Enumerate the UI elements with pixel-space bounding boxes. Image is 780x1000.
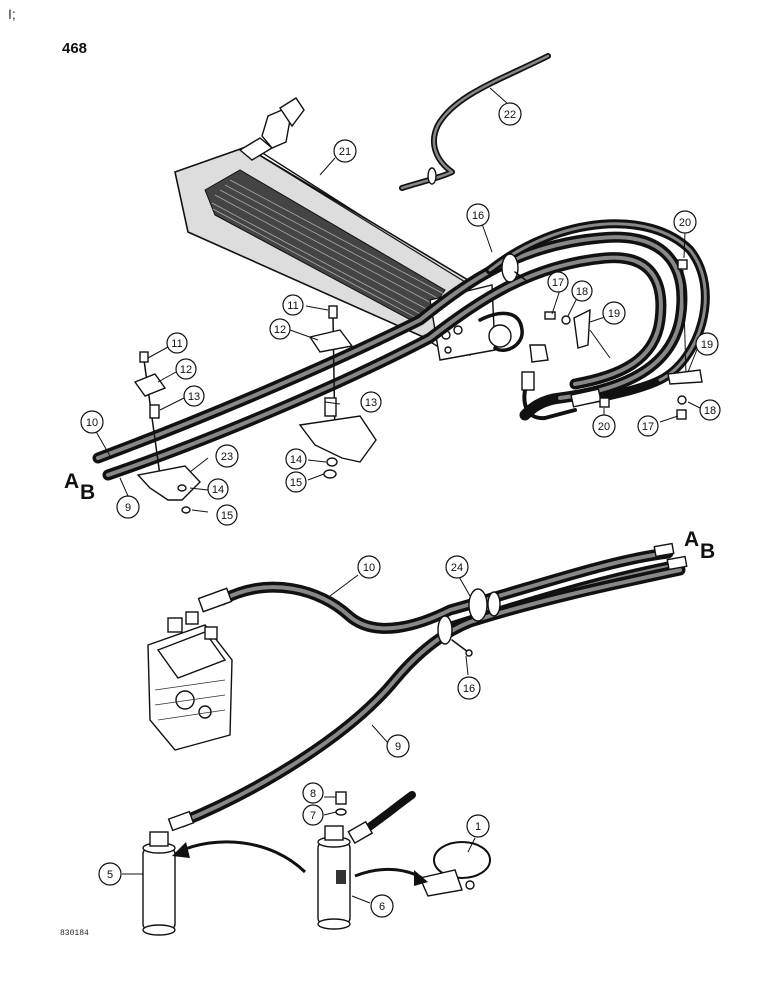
svg-text:17: 17 xyxy=(642,421,654,433)
clamp-16-top xyxy=(501,253,529,283)
svg-text:5: 5 xyxy=(107,869,113,881)
hose-fittings-bottom xyxy=(167,542,688,832)
svg-text:6: 6 xyxy=(379,901,385,913)
svg-text:23: 23 xyxy=(221,451,233,463)
callout-14-mid: 14 xyxy=(285,448,307,470)
svg-text:14: 14 xyxy=(290,454,302,466)
svg-text:19: 19 xyxy=(701,339,713,351)
hose-loop-outer xyxy=(485,219,710,405)
callout-9-top: 9 xyxy=(116,495,140,519)
pressure-switch-7-8 xyxy=(335,791,416,845)
receiver-drier-6 xyxy=(317,825,351,930)
callout-9-bottom: 9 xyxy=(386,734,410,758)
svg-text:20: 20 xyxy=(598,421,610,433)
corner-mark: I; xyxy=(8,6,16,22)
hose-9-bottom xyxy=(176,564,686,828)
svg-text:18: 18 xyxy=(704,405,716,417)
tube-22 xyxy=(399,53,551,191)
callout-8: 8 xyxy=(302,782,324,804)
callout-18-top: 18 xyxy=(571,280,593,302)
hose-10-bottom xyxy=(216,547,674,634)
callout-23: 23 xyxy=(215,444,239,468)
svg-text:10: 10 xyxy=(86,417,98,429)
loop-fittings xyxy=(521,371,602,421)
svg-text:16: 16 xyxy=(472,210,484,222)
callout-5: 5 xyxy=(98,862,122,886)
end-label-a-bottom: A xyxy=(684,528,699,551)
svg-text:14: 14 xyxy=(212,484,224,496)
callout-13-left: 13 xyxy=(183,385,205,407)
callout-15-left: 15 xyxy=(216,504,238,526)
svg-text:9: 9 xyxy=(395,741,401,753)
mounting-clamp-1 xyxy=(419,841,491,897)
svg-text:21: 21 xyxy=(339,146,351,158)
clamp-16-bottom xyxy=(437,615,473,657)
svg-text:1: 1 xyxy=(475,821,481,833)
end-label-b-bottom: B xyxy=(700,540,715,563)
callout-16-top: 16 xyxy=(466,203,490,227)
end-label-b-top: B xyxy=(80,481,95,504)
callout-19-top: 19 xyxy=(602,301,626,325)
svg-text:11: 11 xyxy=(287,300,298,312)
svg-text:20: 20 xyxy=(679,217,691,229)
expansion-valve xyxy=(478,311,549,363)
svg-text:15: 15 xyxy=(221,510,233,522)
svg-text:12: 12 xyxy=(274,324,286,336)
svg-text:19: 19 xyxy=(608,308,620,320)
callout-21: 21 xyxy=(333,139,357,163)
svg-text:18: 18 xyxy=(576,286,588,298)
callout-7: 7 xyxy=(302,804,324,826)
evaporator-unit-21 xyxy=(174,97,496,361)
callout-12-left: 12 xyxy=(175,358,197,380)
svg-text:13: 13 xyxy=(365,397,377,409)
end-label-a-top: A xyxy=(64,470,79,493)
mounting-hardware-left xyxy=(133,351,201,514)
callout-24: 24 xyxy=(445,555,469,579)
svg-text:22: 22 xyxy=(504,109,516,121)
callout-6: 6 xyxy=(370,894,394,918)
callout-1: 1 xyxy=(466,814,490,838)
callout-12-mid: 12 xyxy=(269,318,291,340)
transfer-arrows xyxy=(172,840,428,886)
svg-text:15: 15 xyxy=(290,477,302,489)
callout-15-mid: 15 xyxy=(285,471,307,493)
callout-14-left: 14 xyxy=(207,478,229,500)
receiver-drier-5 xyxy=(142,831,176,936)
figure-code: 830184 xyxy=(60,929,89,938)
svg-text:12: 12 xyxy=(180,364,192,376)
callout-11-left: 11 xyxy=(166,332,188,354)
mounting-hardware-mid xyxy=(298,305,377,479)
hose-9-top xyxy=(102,252,667,481)
callout-18-right: 18 xyxy=(699,399,721,421)
compressor xyxy=(147,611,233,751)
svg-text:11: 11 xyxy=(171,338,182,350)
svg-text:13: 13 xyxy=(188,391,200,403)
clamp-24 xyxy=(468,588,501,622)
svg-text:17: 17 xyxy=(552,277,564,289)
callout-20-top: 20 xyxy=(673,210,697,234)
svg-text:7: 7 xyxy=(310,810,316,822)
clip-hardware-right xyxy=(544,259,703,420)
callout-17-top: 17 xyxy=(547,271,569,293)
callout-20-bottom: 20 xyxy=(592,414,616,438)
callout-11-mid: 11 xyxy=(282,294,304,316)
svg-text:16: 16 xyxy=(463,683,475,695)
svg-text:24: 24 xyxy=(451,562,463,574)
callout-19-right: 19 xyxy=(695,332,719,356)
callout-10-top: 10 xyxy=(80,410,104,434)
callout-16-bottom: 16 xyxy=(457,676,481,700)
callout-22: 22 xyxy=(498,102,522,126)
callout-10-bottom: 10 xyxy=(357,555,381,579)
svg-text:9: 9 xyxy=(125,502,131,514)
svg-text:10: 10 xyxy=(363,562,375,574)
callout-13-mid: 13 xyxy=(360,391,382,413)
callout-17-right: 17 xyxy=(637,415,659,437)
svg-text:8: 8 xyxy=(310,788,316,800)
page-number: 468 xyxy=(62,40,88,57)
